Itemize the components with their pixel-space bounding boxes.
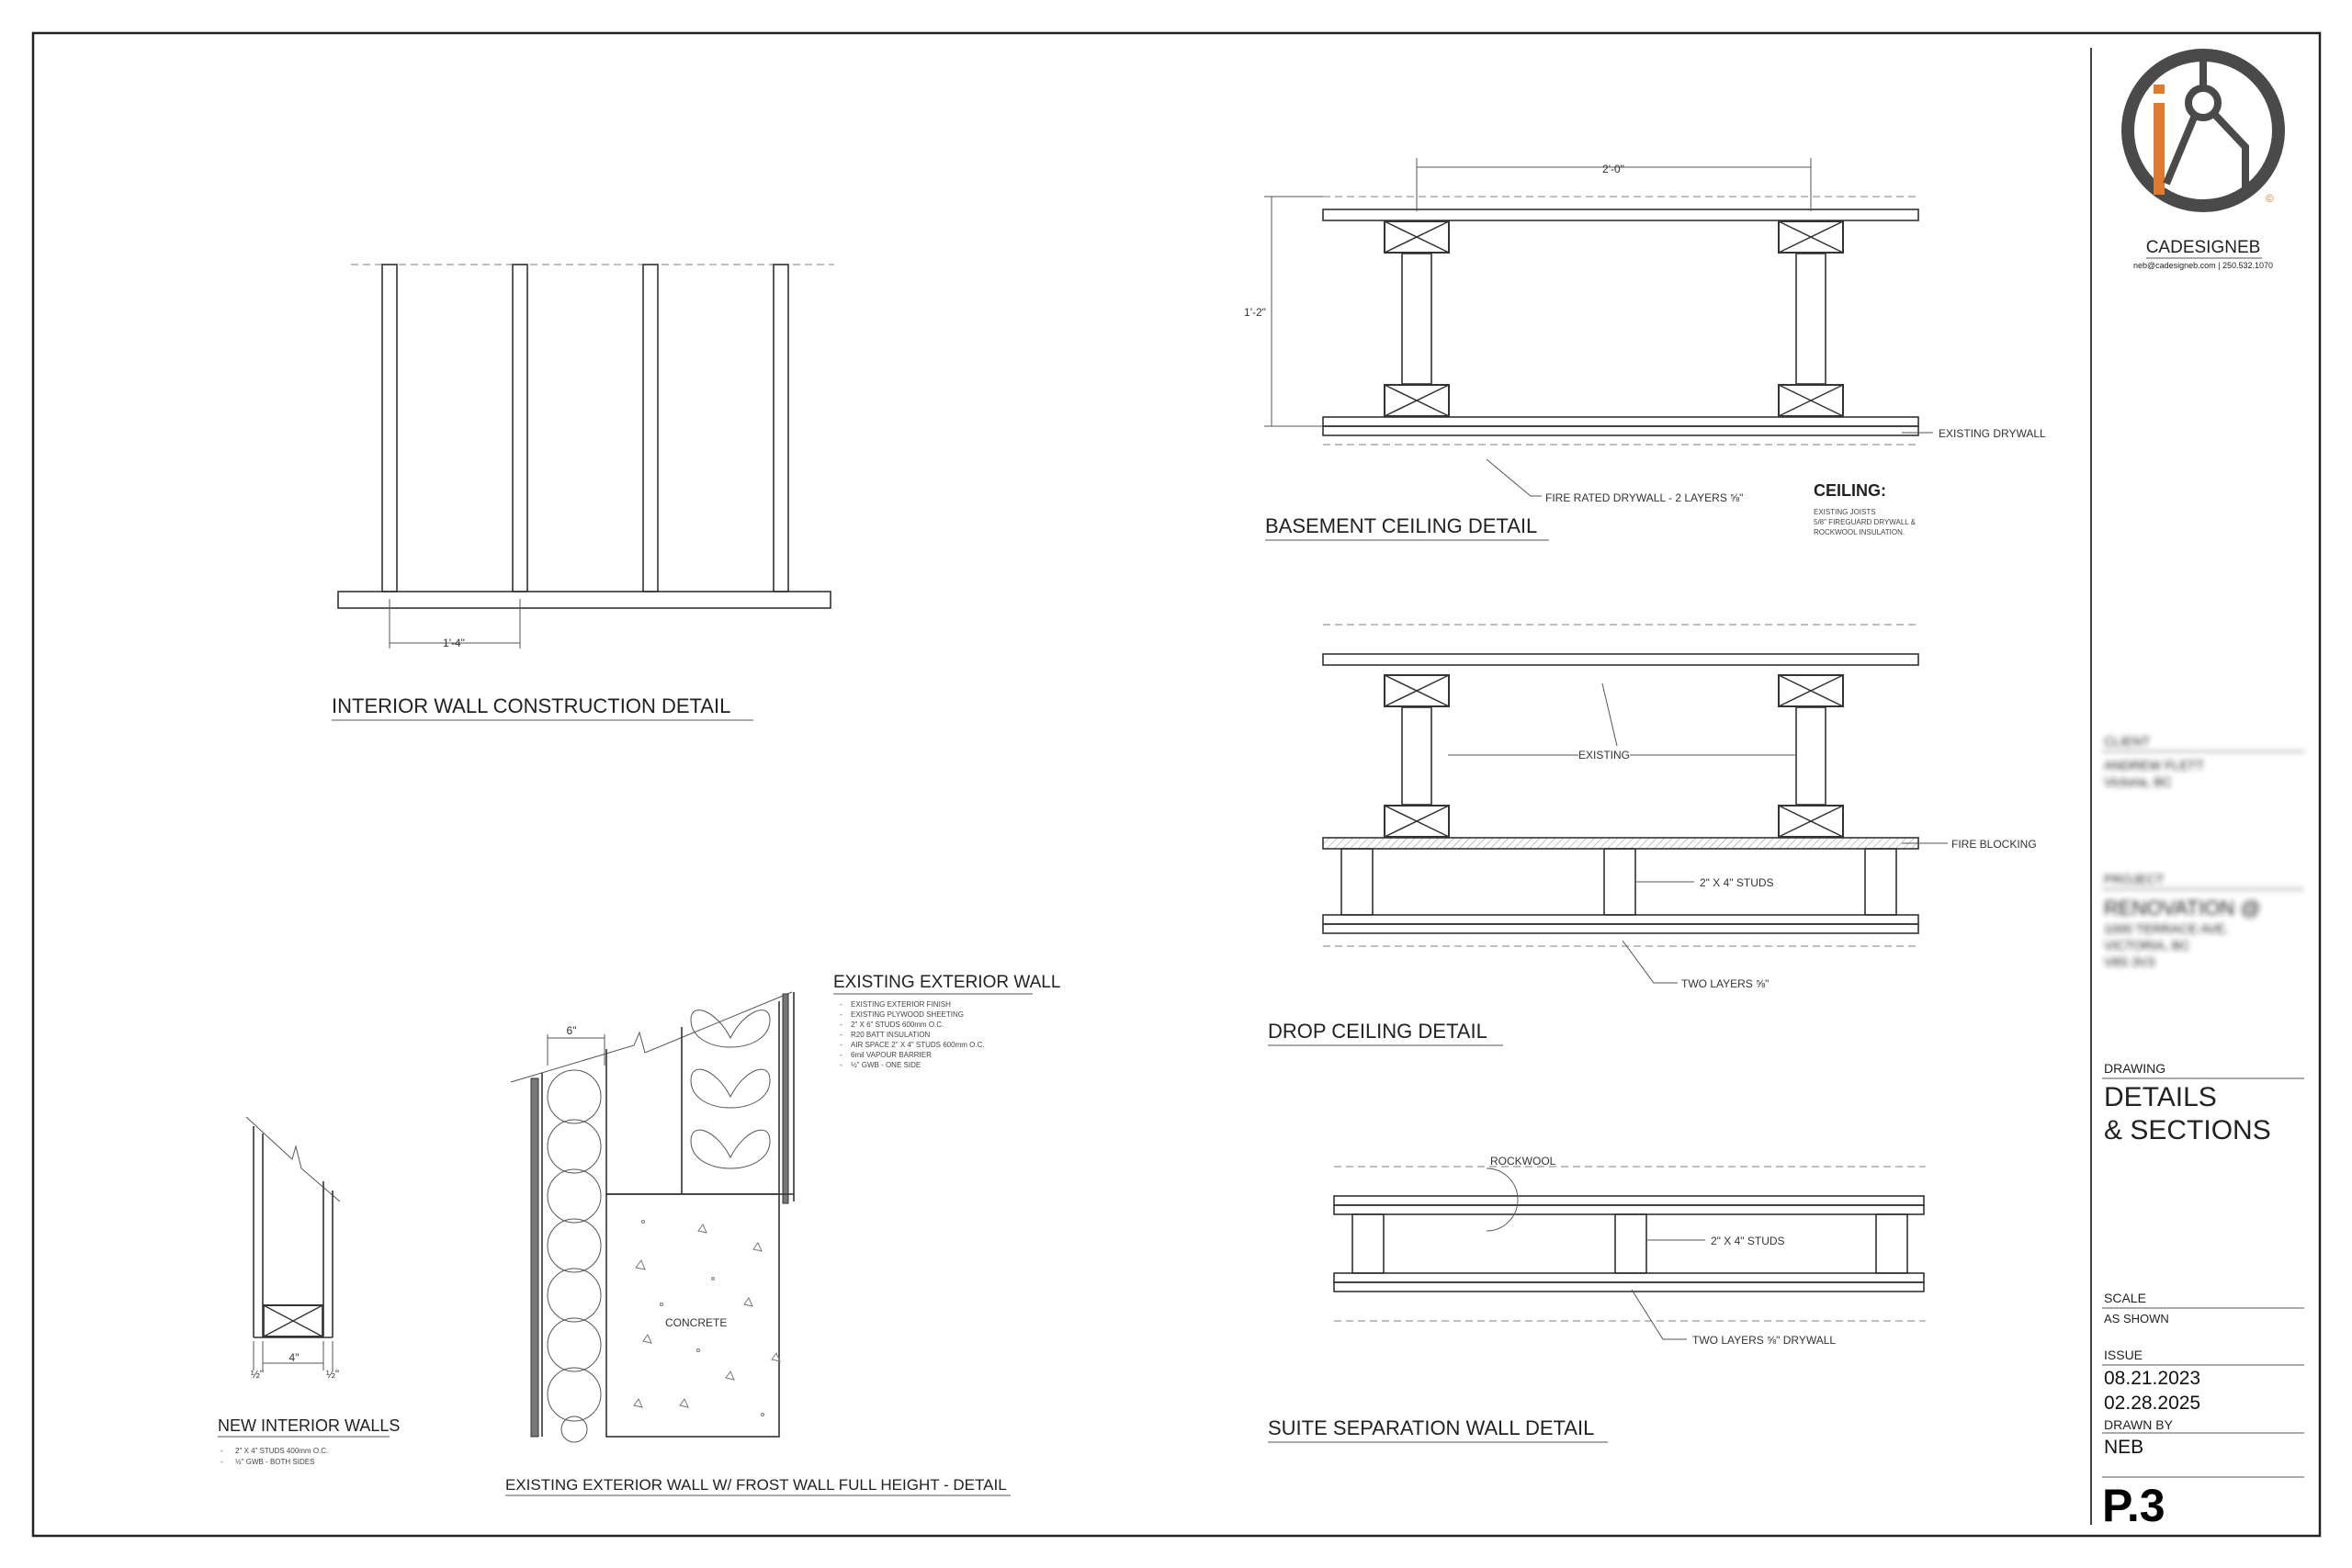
sheet-border (31, 31, 2322, 1538)
ceiling-note-line: ROCKWOOL INSULATION. (1814, 528, 1905, 536)
exterior-note: EXISTING PLYWOOD SHEETING (851, 1010, 964, 1019)
new-interior-walls-detail: 4" ½" ½" NEW INTERIOR WALLS - 2" X 4" ST… (218, 1116, 400, 1466)
scale-label: SCALE (2104, 1291, 2146, 1305)
wall-studs (381, 264, 789, 592)
svg-text:-: - (840, 1021, 842, 1029)
drawing-label: DRAWING (2104, 1061, 2165, 1076)
project-line: 1000 TERRACE AVE. (2104, 921, 2229, 936)
interior-wall-title: INTERIOR WALL CONSTRUCTION DETAIL (332, 694, 730, 717)
exterior-note: AIR SPACE 2" X 4" STUDS 600mm O.C. (851, 1041, 985, 1049)
basement-height-dim: 1'-2" (1244, 306, 1266, 319)
client-label: CLIENT (2104, 734, 2150, 749)
svg-text:-: - (220, 1447, 223, 1455)
project-line: VICTORIA, BC (2104, 938, 2189, 953)
project-info: PROJECT RENOVATION @ 1000 TERRACE AVE. V… (2102, 872, 2304, 969)
basement-width-dim: 2'-0" (1602, 163, 1624, 175)
issue-label: ISSUE (2104, 1348, 2143, 1362)
client-info: CLIENT ANDREW FLETT Victoria, BC (2102, 734, 2304, 789)
ceiling-note: CEILING: EXISTING JOISTS 5/8" FIREGUARD … (1814, 481, 1917, 536)
stud-spacing-dimension: 1'-4" (389, 599, 521, 649)
suite-two-layers-note: TWO LAYERS ⅝" DRYWALL (1692, 1334, 1836, 1347)
svg-text:-: - (220, 1458, 223, 1466)
half-inch-dim-left: ½" (251, 1368, 264, 1381)
scale-value: AS SHOWN (2104, 1312, 2169, 1325)
company-contact: neb@cadesigneb.com | 250.532.1070 (2133, 261, 2273, 270)
svg-text:-: - (840, 1051, 842, 1059)
exterior-note: ½" GWB - ONE SIDE (851, 1061, 921, 1069)
drawing-line-2: & SECTIONS (2104, 1115, 2271, 1145)
project-name: RENOVATION @ (2104, 897, 2261, 919)
exterior-note: 6mil VAPOUR BARRIER (851, 1051, 932, 1059)
ceiling-note-line: EXISTING JOISTS (1814, 508, 1876, 516)
batt-insulation-right (690, 1010, 771, 1169)
project-label: PROJECT (2104, 872, 2165, 886)
half-inch-dim-right: ½" (326, 1368, 339, 1381)
existing-note: EXISTING (1578, 749, 1630, 761)
svg-text:-: - (840, 1041, 842, 1049)
six-inch-dim: 6" (567, 1024, 577, 1037)
drop-ceiling-title: DROP CEILING DETAIL (1268, 1020, 1487, 1043)
basement-ceiling-title: BASEMENT CEILING DETAIL (1265, 514, 1537, 537)
fire-blocking-note: FIRE BLOCKING (1951, 838, 2037, 851)
exterior-note: EXISTING EXTERIOR FINISH (851, 1000, 951, 1009)
interior-wall-detail: 1'-4" INTERIOR WALL CONSTRUCTION DETAIL (332, 264, 834, 721)
ceiling-note-heading: CEILING: (1814, 481, 1886, 500)
exterior-note: 2" X 6" STUDS 600mm O.C. (851, 1021, 944, 1029)
drawing-line-1: DETAILS (2104, 1082, 2217, 1112)
drop-ceiling-detail: EXISTING FIRE BLOCKING 2" X 4" STUDS TWO… (1268, 624, 2037, 1046)
existing-drywall-note: EXISTING DRYWALL (1939, 427, 2046, 440)
company-logo: © (2121, 49, 2285, 212)
company-name: CADESIGNEB (2146, 238, 2261, 257)
basement-ceiling-detail: 2'-0" 1'-2" EXISTING DRYWALL FIRE RATED … (1244, 158, 2046, 541)
copyright-icon: © (2266, 192, 2274, 205)
svg-text:-: - (840, 1010, 842, 1019)
concrete-aggregate (633, 1220, 781, 1416)
fire-rated-note: FIRE RATED DRYWALL - 2 LAYERS ⅝" (1545, 491, 1743, 504)
concrete-label: CONCRETE (665, 1316, 727, 1329)
bottom-plate (337, 591, 831, 609)
suite-separation-detail: ROCKWOOL 2" X 4" STUDS TWO LAYERS ⅝" DRY… (1268, 1155, 1926, 1443)
stud-spacing-label: 1'-4" (443, 637, 465, 649)
exterior-wall-detail: EXISTING EXTERIOR WALL - EXISTING EXTERI… (505, 973, 1060, 1496)
exterior-notes: - EXISTING EXTERIOR FINISH - EXISTING PL… (840, 1000, 985, 1069)
project-line: V8S 3V3 (2104, 954, 2154, 969)
svg-text:-: - (840, 1031, 842, 1039)
four-inch-dim: 4" (289, 1351, 300, 1364)
ceiling-note-line: 5/8" FIREGUARD DRYWALL & (1814, 518, 1917, 526)
suite-studs-note: 2" X 4" STUDS (1711, 1235, 1785, 1247)
new-interior-title: NEW INTERIOR WALLS (218, 1416, 400, 1435)
issue-date: 08.21.2023 (2104, 1368, 2200, 1389)
new-interior-note: ½" GWB - BOTH SIDES (235, 1458, 314, 1466)
exterior-note: R20 BATT INSULATION (851, 1031, 930, 1039)
sheet-number: P.3 (2102, 1480, 2165, 1531)
client-line: Victoria, BC (2104, 774, 2172, 789)
studs-note: 2" X 4" STUDS (1700, 876, 1774, 889)
rockwool-note: ROCKWOOL (1490, 1155, 1556, 1168)
drawn-by-label: DRAWN BY (2104, 1417, 2174, 1432)
svg-text:-: - (840, 1061, 842, 1069)
fire-blocking (1322, 837, 1919, 850)
new-interior-note: 2" X 4" STUDS 400mm O.C. (235, 1447, 328, 1455)
client-line: ANDREW FLETT (2104, 758, 2204, 773)
existing-exterior-title: EXISTING EXTERIOR WALL (833, 973, 1060, 992)
title-block: © CADESIGNEB neb@cadesigneb.com | 250.53… (2102, 49, 2304, 1531)
svg-text:-: - (840, 1000, 842, 1009)
frost-wall-title: EXISTING EXTERIOR WALL W/ FROST WALL FUL… (505, 1476, 1007, 1494)
issue-date: 02.28.2025 (2104, 1393, 2200, 1414)
batt-insulation-left (547, 1069, 602, 1443)
drawn-by-value: NEB (2104, 1437, 2143, 1458)
suite-separation-title: SUITE SEPARATION WALL DETAIL (1268, 1416, 1594, 1439)
two-layers-note: TWO LAYERS ⅝" (1681, 977, 1769, 990)
